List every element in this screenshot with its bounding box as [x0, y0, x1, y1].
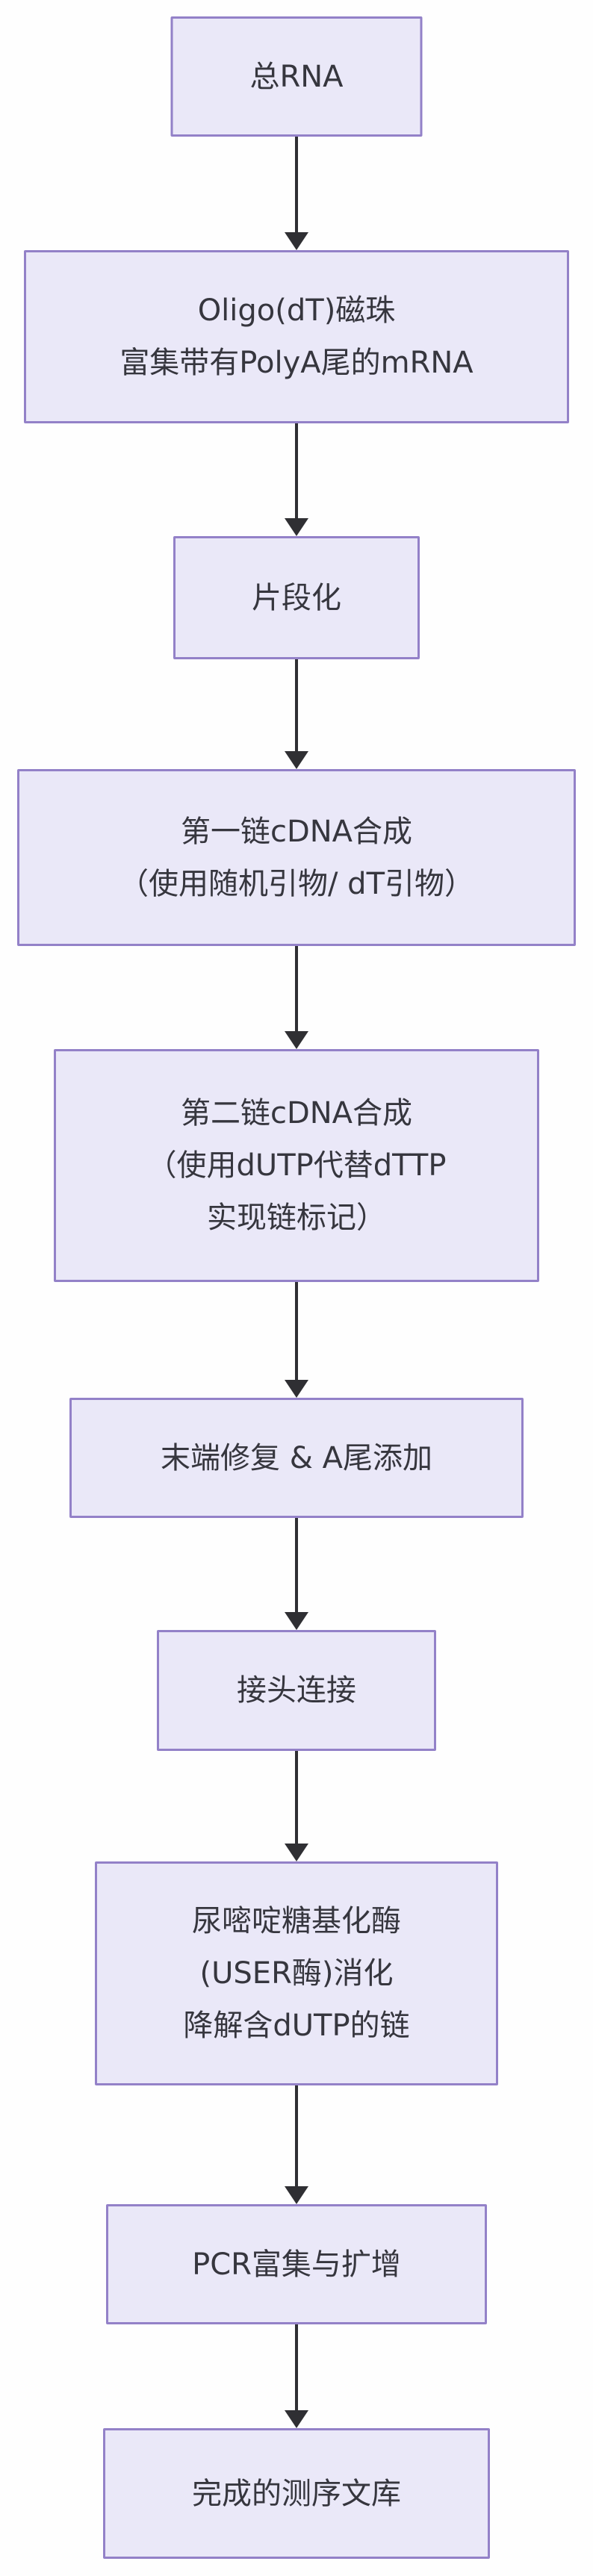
node-fragmentation: 片段化 [173, 536, 420, 659]
node-final-library: 完成的测序文库 [103, 2428, 490, 2559]
arrowhead-down-icon [285, 2186, 308, 2204]
flow-arrow-6 [284, 1518, 309, 1630]
node-pcr-amplification: PCR富集与扩增 [106, 2204, 487, 2324]
flow-arrow-4 [284, 946, 309, 1049]
arrowhead-down-icon [285, 751, 308, 769]
node-adapter-ligation: 接头连接 [157, 1630, 436, 1751]
arrowhead-down-icon [285, 1612, 308, 1630]
arrowhead-down-icon [285, 232, 308, 250]
arrowhead-down-icon [285, 518, 308, 536]
arrow-line [295, 946, 298, 1034]
arrow-line [295, 423, 298, 521]
flow-arrow-9 [284, 2324, 309, 2428]
node-total-rna: 总RNA [170, 16, 423, 137]
arrowhead-down-icon [285, 1844, 308, 1861]
arrowhead-down-icon [285, 1380, 308, 1398]
node-first-strand-cdna: 第一链cDNA合成 （使用随机引物/ dT引物） [17, 769, 576, 946]
arrow-line [295, 1751, 298, 1847]
arrowhead-down-icon [285, 2410, 308, 2428]
arrowhead-down-icon [285, 1031, 308, 1049]
arrow-line [295, 1282, 298, 1383]
arrow-line [295, 1518, 298, 1615]
node-user-digestion: 尿嘧啶糖基化酶 (USER酶)消化 降解含dUTP的链 [95, 1861, 498, 2085]
node-second-strand-cdna: 第二链cDNA合成 （使用dUTP代替dTTP 实现链标记） [54, 1049, 539, 1282]
flow-arrow-2 [284, 423, 309, 536]
arrow-line [295, 659, 298, 754]
flow-arrow-5 [284, 1282, 309, 1398]
arrow-line [295, 2085, 298, 2189]
arrow-line [295, 137, 298, 235]
arrow-line [295, 2324, 298, 2413]
node-end-repair-a-tailing: 末端修复 & A尾添加 [69, 1398, 524, 1518]
flow-arrow-8 [284, 2085, 309, 2204]
flow-arrow-3 [284, 659, 309, 769]
flow-arrow-1 [284, 137, 309, 250]
flow-arrow-7 [284, 1751, 309, 1861]
node-oligo-dt-enrichment: Oligo(dT)磁珠 富集带有PolyA尾的mRNA [24, 250, 569, 423]
